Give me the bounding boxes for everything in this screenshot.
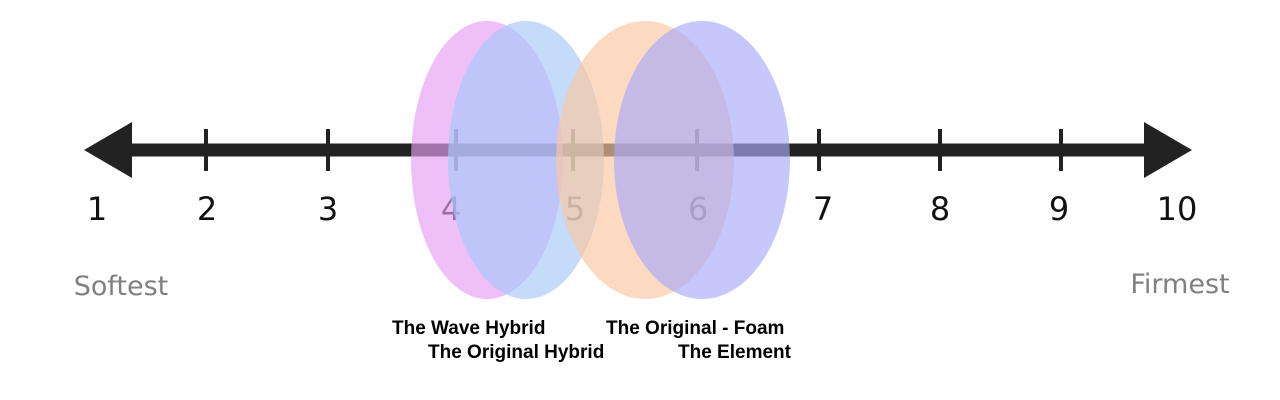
left-arrow-icon — [84, 122, 132, 178]
firmest-label: Firmest — [1130, 269, 1229, 300]
softest-label: Softest — [74, 271, 169, 302]
element-range — [614, 21, 790, 299]
tick-label-2: 2 — [197, 190, 217, 228]
product-labels: The Wave Hybrid The Original Hybrid The … — [392, 318, 792, 363]
product-label-original-hybrid: The Original Hybrid — [428, 342, 604, 363]
tick-label-7: 7 — [813, 190, 833, 228]
product-label-wave-hybrid: The Wave Hybrid — [392, 318, 545, 339]
tick-label-9: 9 — [1049, 190, 1069, 228]
tick-label-10: 10 — [1157, 190, 1198, 228]
product-label-original-foam: The Original - Foam — [606, 318, 784, 339]
original-hybrid-range — [448, 21, 604, 299]
product-label-element: The Element — [678, 342, 792, 363]
tick-label-1: 1 — [87, 190, 107, 228]
tick-label-8: 8 — [930, 190, 950, 228]
product-ranges — [411, 21, 790, 299]
tick-label-3: 3 — [318, 190, 338, 228]
right-arrow-icon — [1144, 122, 1192, 178]
